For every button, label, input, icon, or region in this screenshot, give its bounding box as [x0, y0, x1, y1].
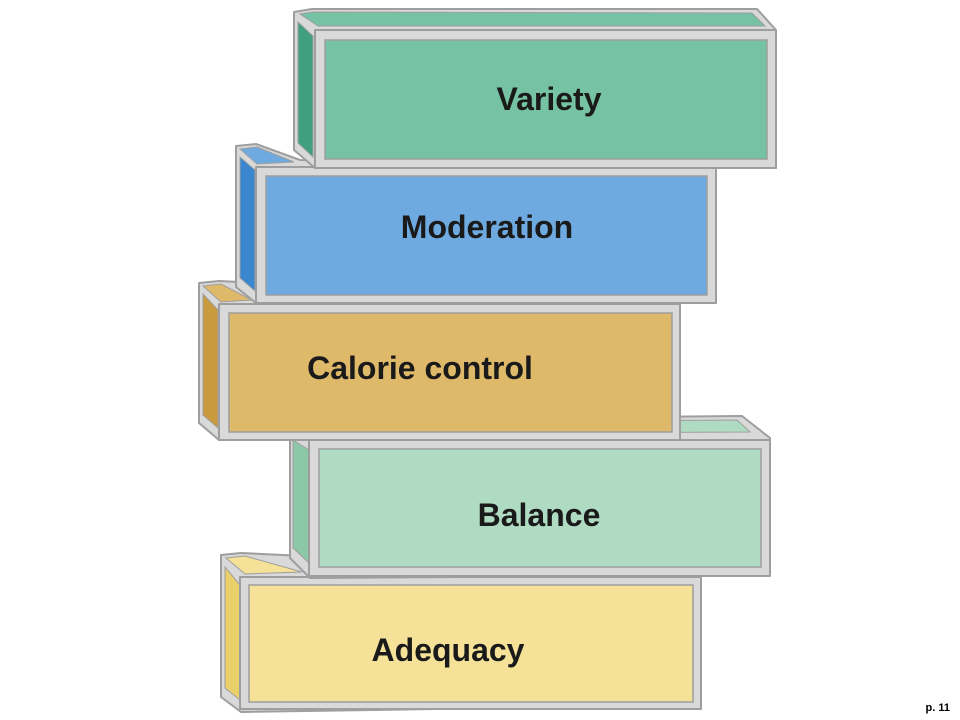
block-moderation: Moderation — [235, 143, 717, 304]
block-label-variety: Variety — [497, 81, 602, 117]
block-adequacy: Adequacy — [220, 552, 702, 713]
block-label-moderation: Moderation — [401, 209, 573, 245]
block-variety: Variety — [293, 8, 777, 169]
block-label-adequacy: Adequacy — [372, 632, 525, 668]
page-number: p. 11 — [925, 702, 950, 714]
block-label-calorie-control: Calorie control — [307, 350, 533, 386]
block-label-balance: Balance — [478, 497, 601, 533]
block-calorie-control: Calorie control — [198, 280, 681, 441]
